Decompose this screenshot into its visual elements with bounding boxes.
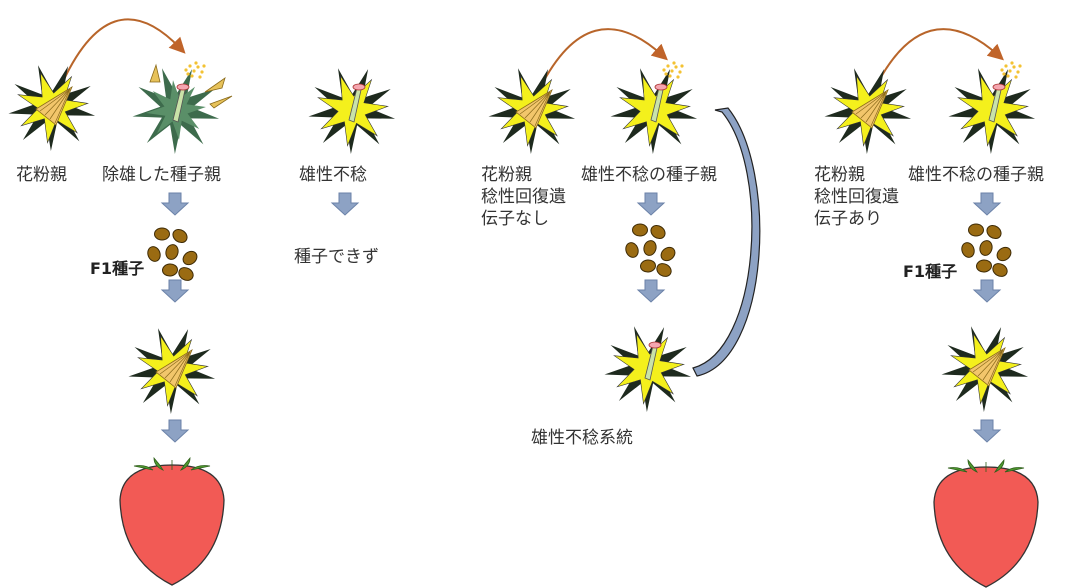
pollen-parent-flower-2: [488, 68, 576, 154]
male-sterile-seed-flower-1: [610, 61, 698, 154]
emasculated-seed-parent-label: 除雄した種子親: [102, 165, 221, 185]
down-arrow-icon: [972, 419, 1002, 443]
down-arrow-icon: [160, 192, 190, 216]
pollination-arrow-1: [59, 18, 186, 89]
down-arrow-icon: [972, 192, 1002, 216]
stamen-icon: [149, 63, 161, 83]
pollen-parent-label: 花粉親: [16, 165, 67, 185]
pollen-parent-no-restorer-label: 花粉親 稔性回復遺 伝子なし: [481, 165, 566, 229]
down-arrow-icon: [972, 279, 1002, 303]
sterile-seeds: [625, 223, 676, 277]
pollen-parent-flower-1: [8, 65, 96, 151]
tomato-fruit-1: [119, 456, 225, 586]
f1-seed-label-2: F1種子: [903, 262, 958, 281]
pollen-parent-with-restorer-label: 花粉親 稔性回復遺 伝子あり: [814, 165, 899, 229]
stamen-icon: [209, 95, 233, 109]
male-sterile-line-label: 雄性不稔系統: [531, 428, 633, 448]
down-arrow-icon: [636, 192, 666, 216]
f1-seeds-2: [961, 223, 1012, 277]
male-sterile-seed-parent-label-2: 雄性不稔の種子親: [908, 165, 1044, 185]
stamen-icon: [204, 77, 226, 93]
pollen-parent-flower-3: [824, 68, 912, 154]
f1-seeds-1: [147, 227, 198, 281]
male-sterile-seed-parent-label-1: 雄性不稔の種子親: [581, 165, 717, 185]
down-arrow-icon: [636, 279, 666, 303]
tomato-fruit-2: [933, 458, 1039, 588]
down-arrow-icon: [160, 279, 190, 303]
f1-plant-flower-2: [941, 326, 1029, 412]
pollination-arrow-3: [874, 28, 1004, 89]
male-sterile-line-flower: [604, 326, 692, 412]
emasculated-flower: [132, 61, 220, 154]
pollination-arrow-2: [539, 28, 668, 89]
male-sterile-flower: [308, 68, 396, 154]
curved-arrow-icon: [692, 107, 761, 377]
down-arrow-icon: [330, 192, 360, 216]
down-arrow-icon: [160, 419, 190, 443]
f1-seed-label-1: F1種子: [90, 259, 145, 278]
f1-plant-flower-1: [128, 328, 216, 414]
no-seed-label: 種子できず: [294, 247, 379, 267]
male-sterile-label: 雄性不稔: [299, 165, 367, 185]
male-sterile-seed-flower-2: [948, 61, 1036, 154]
